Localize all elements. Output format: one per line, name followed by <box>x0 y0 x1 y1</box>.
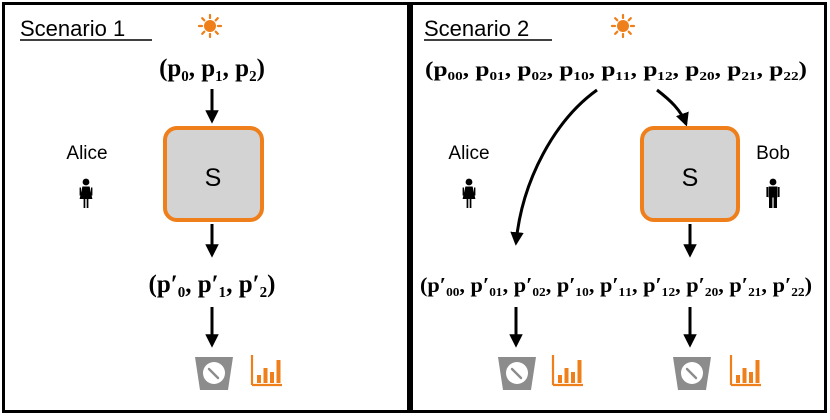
bar-chart-icon <box>729 353 763 387</box>
process-box <box>640 126 740 222</box>
process-box <box>163 126 264 222</box>
agent-label-alice: Alice <box>448 143 489 164</box>
panel-heading: Scenario 1 <box>20 16 125 41</box>
bar-chart-icon <box>551 353 585 387</box>
male-person-icon <box>766 178 780 208</box>
panel-scenario-2: Scenario 2 (p₀₀, p₀₁, p₀₂, p₁₀, p₁₁, p₁₂… <box>410 2 827 413</box>
sun-icon <box>197 13 223 39</box>
agent-label-bob: Bob <box>756 143 790 164</box>
female-person-icon <box>79 178 93 208</box>
panel-frame <box>2 2 410 413</box>
panel-scenario-1: Scenario 1 (p₀, p₁, p₂) S Alice (p′₀, p′… <box>2 2 410 413</box>
female-person-icon <box>462 178 476 208</box>
input-tuple: (p₀₀, p₀₁, p₀₂, p₁₀, p₁₁, p₁₂, p₂₀, p₂₁,… <box>425 57 807 81</box>
agent-label-alice: Alice <box>66 143 107 164</box>
meter-icon <box>671 355 713 392</box>
panel-frame <box>410 2 827 413</box>
output-tuple: (p′₀₀, p′₀₁, p′₀₂, p′₁₀, p′₁₁, p′₁₂, p′₂… <box>420 273 812 297</box>
panel-heading: Scenario 2 <box>424 16 529 41</box>
sun-icon <box>610 13 636 39</box>
meter-icon <box>496 355 538 392</box>
arrow-input-to-box <box>656 88 689 127</box>
meter-icon <box>193 355 235 392</box>
bar-chart-icon <box>250 353 284 387</box>
box-label: S <box>205 164 222 192</box>
arrow-input-to-alice-output <box>510 88 598 246</box>
output-tuple: (p′₀, p′₁, p′₂) <box>149 271 276 298</box>
box-label: S <box>682 164 699 192</box>
input-tuple: (p₀, p₁, p₂) <box>159 55 265 82</box>
